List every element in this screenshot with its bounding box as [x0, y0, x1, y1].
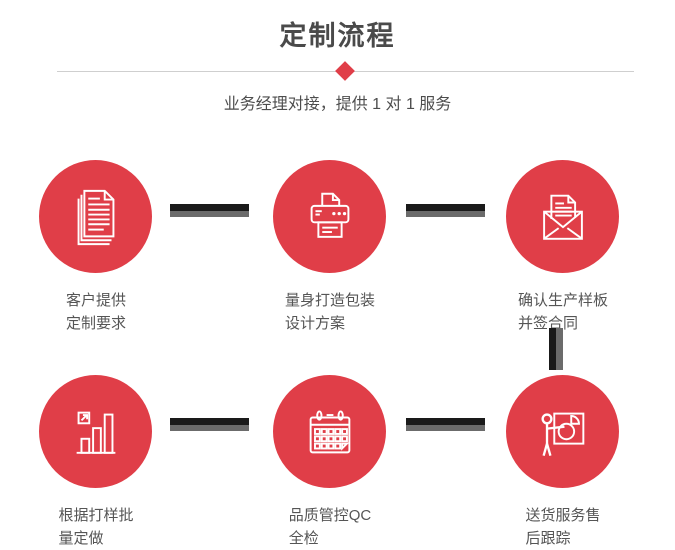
step-circle-2 [273, 160, 386, 273]
connector-horizontal [170, 204, 249, 217]
step-label-line: 量身打造包装 [284, 292, 375, 309]
bar-chart-icon [76, 411, 115, 454]
step-circle-1 [39, 160, 152, 273]
step-label-line: 确认生产样板 [517, 292, 608, 309]
step-circle-3 [506, 160, 619, 273]
step-label-line: 客户提供 [65, 292, 126, 309]
stacked-documents-icon [77, 189, 114, 245]
step-label-line: 根据打样批 [58, 507, 134, 524]
printer-icon [310, 192, 349, 238]
presentation-icon [540, 412, 584, 456]
step-label-line: 送货服务售 [525, 507, 601, 524]
connector-horizontal [170, 418, 249, 431]
step-label-line: 定制要求 [65, 315, 126, 332]
step-label-line: 品质管控QC [288, 507, 372, 524]
step-label-line: 并签合同 [517, 315, 578, 332]
connector-horizontal [406, 418, 485, 431]
step-circle-5 [273, 375, 386, 488]
step-label-6: 送货服务售 后跟踪 [486, 504, 640, 550]
connector-vertical [549, 328, 563, 370]
page-subtitle: 业务经理对接，提供 1 对 1 服务 [223, 96, 452, 113]
step-label-line: 后跟踪 [525, 530, 571, 547]
step-label-2: 量身打造包装 设计方案 [253, 289, 407, 335]
step-circle-4 [39, 375, 152, 488]
step-circle-6 [506, 375, 619, 488]
page-title: 定制流程 [279, 21, 396, 51]
step-label-4: 根据打样批 量定做 [19, 504, 173, 550]
step-label-3: 确认生产样板 并签合同 [486, 289, 640, 335]
step-label-1: 客户提供 定制要求 [19, 289, 173, 335]
step-label-line: 全检 [288, 530, 319, 547]
step-label-line: 量定做 [58, 530, 104, 547]
envelope-letter-icon [542, 194, 583, 240]
connector-horizontal [406, 204, 485, 217]
step-label-5: 品质管控QC 全检 [253, 504, 407, 550]
step-label-line: 设计方案 [284, 315, 345, 332]
calendar-icon [309, 409, 350, 453]
diamond-icon [335, 61, 355, 81]
